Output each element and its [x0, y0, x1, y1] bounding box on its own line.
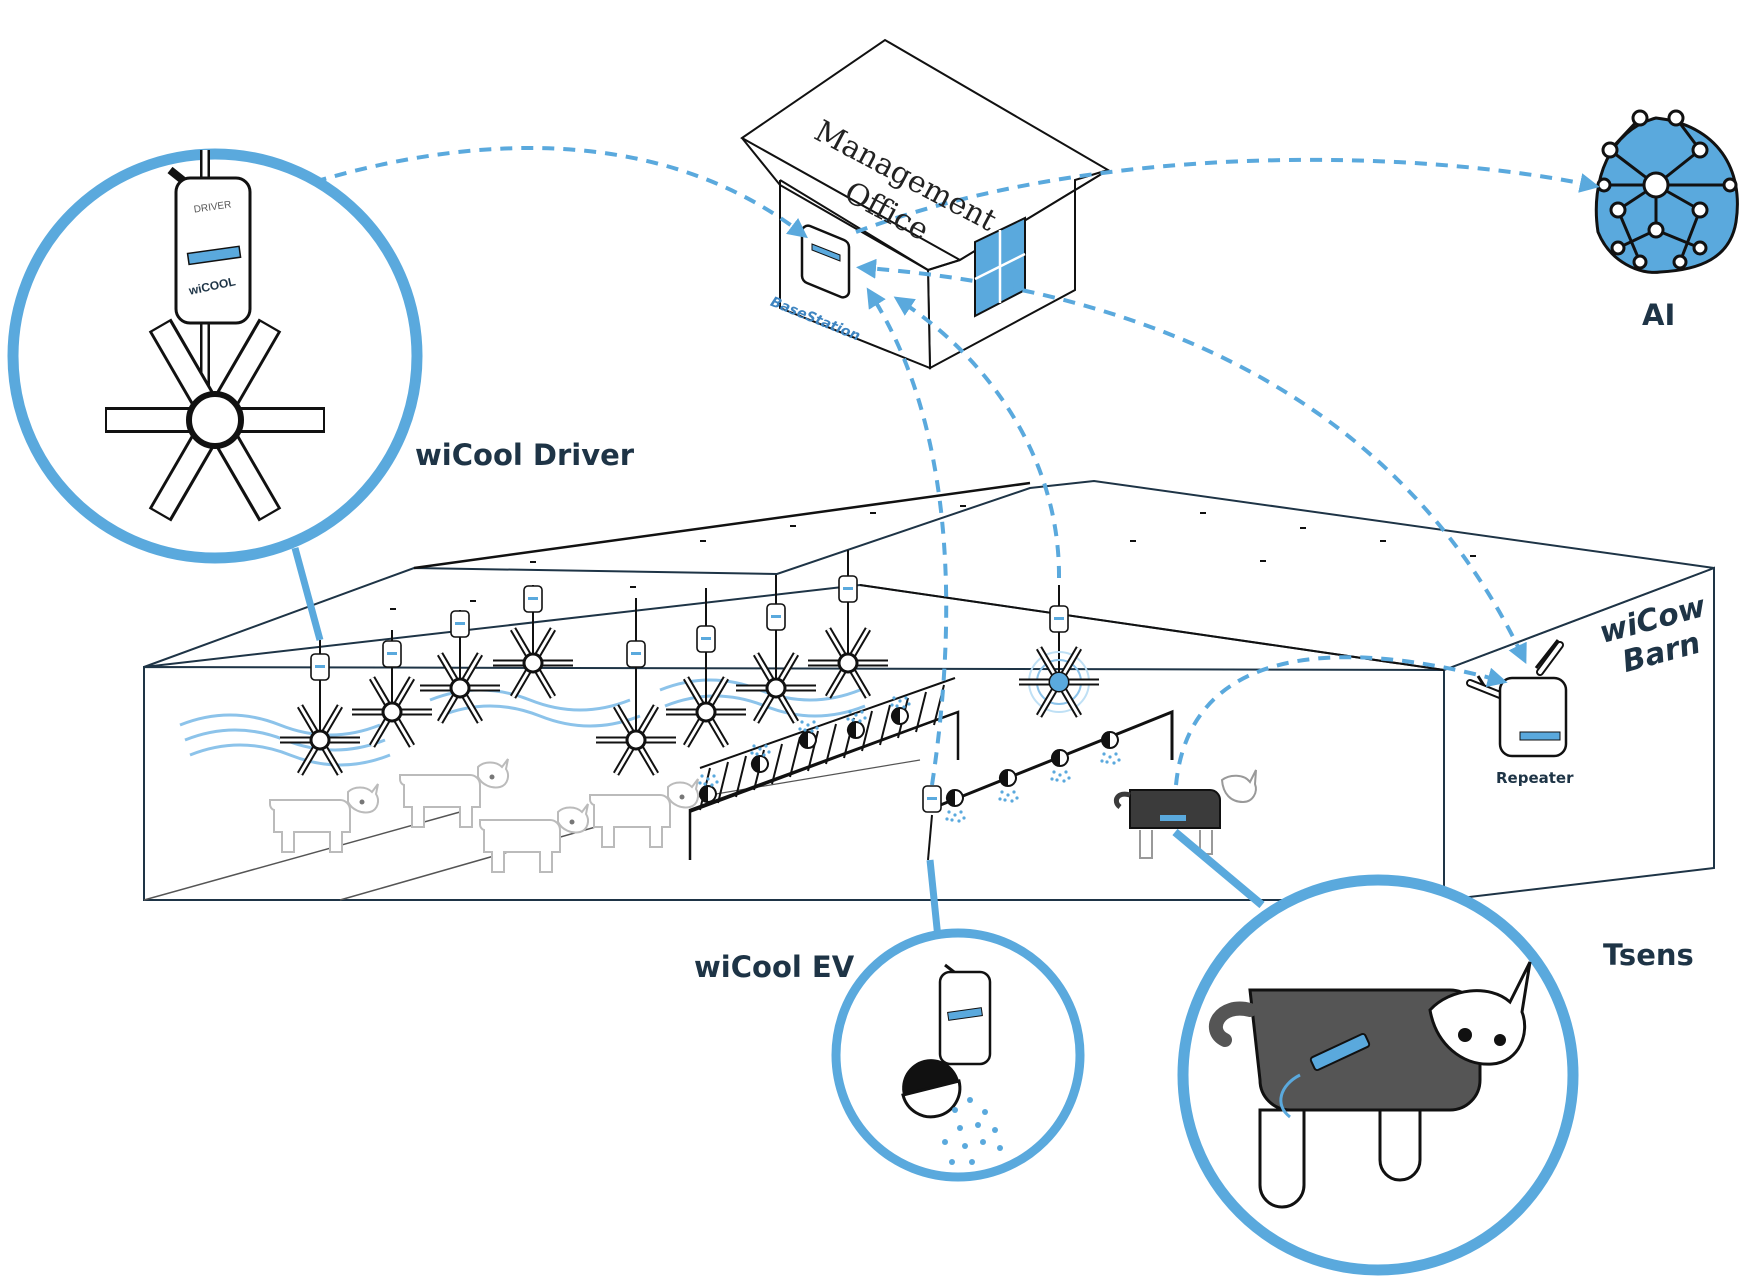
link-base-to-ai — [855, 157, 1600, 234]
driver-model-label: DRIVER — [193, 199, 232, 215]
driver-device-icon: DRIVER wiCOOL — [174, 176, 252, 325]
wicool-driver-label: wiCool Driver — [415, 438, 635, 472]
water-spray-icon — [942, 1097, 1003, 1165]
zoom-tsens — [1172, 828, 1579, 1276]
ai-label: AI — [1642, 298, 1676, 332]
ev-device-icon — [938, 970, 992, 1066]
link-tsens-to-repeater — [1174, 655, 1508, 786]
fan-icon — [420, 610, 500, 722]
link-repeater-to-base — [856, 258, 1527, 665]
repeater-icon — [1466, 639, 1568, 758]
fan-icon — [105, 318, 325, 522]
fan-array — [179, 550, 1099, 774]
zoom-wicool-driver: DRIVER wiCOOL — [7, 148, 423, 641]
sprinkler-line — [698, 696, 1174, 823]
fan-icon — [493, 585, 573, 697]
cows — [268, 758, 1257, 873]
link-driver-to-base — [254, 146, 808, 239]
ai-network-icon — [1594, 109, 1739, 274]
fan-icon — [596, 598, 676, 774]
link-ev-to-base — [866, 287, 949, 786]
tsens-cow-icon — [1208, 961, 1532, 1209]
nozzle-icon — [901, 1059, 962, 1119]
zoom-wicool-ev — [831, 859, 1085, 1182]
fan-icon — [808, 550, 888, 697]
fan-icon — [736, 575, 816, 722]
link-barn-fan-to-base — [893, 296, 1062, 579]
repeater-label: Repeater — [1496, 769, 1574, 787]
ev-device-in-barn — [922, 785, 942, 861]
tsens-cow-icon — [1113, 769, 1257, 859]
fan-icon — [666, 588, 746, 746]
tsens-label: Tsens — [1603, 938, 1694, 972]
fan-icon — [352, 630, 432, 746]
fan-icon — [280, 640, 360, 774]
wireless-links — [254, 146, 1600, 786]
wicool-ev-label: wiCool EV — [694, 950, 855, 984]
